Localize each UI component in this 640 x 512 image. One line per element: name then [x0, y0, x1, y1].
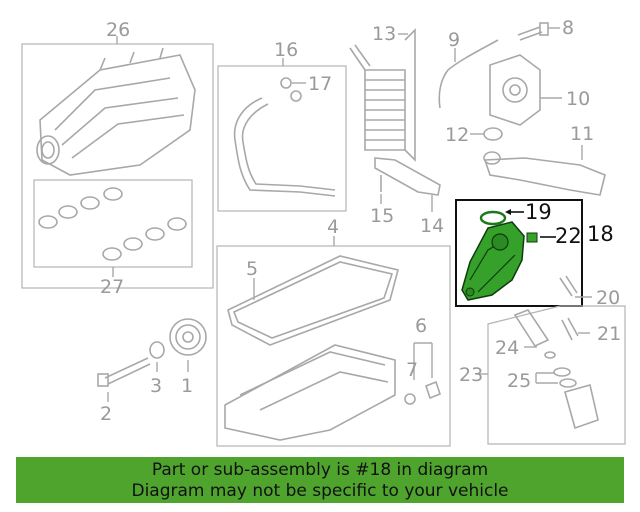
callout-14[interactable]: 14 — [420, 215, 444, 237]
callout-18[interactable]: 18 — [587, 222, 614, 246]
oil-cooler: 13 — [349, 23, 416, 162]
baffle-11: 11 — [483, 123, 606, 196]
seal-12: 12 — [445, 124, 503, 146]
oil-filter-group: 23 24 25 — [459, 305, 626, 445]
callout-6[interactable]: 6 — [415, 315, 427, 337]
callout-9[interactable]: 9 — [448, 29, 460, 51]
callout-27[interactable]: 27 — [100, 276, 124, 298]
callout-26[interactable]: 26 — [106, 19, 130, 41]
parts-diagram: 26 27 16 — [21, 17, 626, 447]
bolt-8: 8 — [517, 17, 574, 41]
intake-manifold-group: 26 27 — [21, 19, 214, 298]
callout-21[interactable]: 21 — [597, 323, 621, 345]
bolt-21: 21 — [561, 317, 621, 345]
callout-15[interactable]: 15 — [370, 205, 394, 227]
intake-manifold-illustration — [36, 47, 196, 176]
o-ring-19[interactable] — [479, 210, 507, 226]
bolt-2: 2 — [97, 357, 151, 425]
callout-2[interactable]: 2 — [100, 403, 112, 425]
callout-7[interactable]: 7 — [406, 359, 418, 381]
pulley-1: 1 — [169, 318, 207, 397]
callout-13[interactable]: 13 — [372, 23, 396, 45]
callout-25[interactable]: 25 — [507, 370, 531, 392]
callout-11[interactable]: 11 — [570, 123, 594, 145]
bolt-15: 15 — [370, 175, 394, 227]
callout-8[interactable]: 8 — [562, 17, 574, 39]
callout-23[interactable]: 23 — [459, 364, 483, 386]
callout-10[interactable]: 10 — [566, 88, 590, 110]
info-banner: Part or sub-assembly is #18 in diagram D… — [16, 457, 624, 503]
info-line-2: Diagram may not be specific to your vehi… — [131, 481, 509, 501]
callout-12[interactable]: 12 — [445, 124, 469, 146]
callout-19[interactable]: 19 — [525, 200, 552, 224]
callout-5[interactable]: 5 — [246, 258, 258, 280]
sensor-22[interactable] — [526, 232, 538, 243]
bolt-20: 20 — [559, 275, 620, 309]
info-line-1: Part or sub-assembly is #18 in diagram — [151, 460, 489, 480]
callout-24[interactable]: 24 — [495, 337, 519, 359]
callout-3[interactable]: 3 — [150, 375, 162, 397]
callout-22[interactable]: 22 — [555, 224, 582, 248]
callout-20[interactable]: 20 — [596, 287, 620, 309]
callout-4[interactable]: 4 — [327, 216, 339, 238]
highlight-group-18: 19 22 18 — [455, 199, 614, 307]
dipstick-tube-9: 9 — [438, 29, 499, 109]
gasket-14: 14 — [374, 157, 444, 237]
tube-group: 16 17 — [217, 39, 347, 212]
callout-1[interactable]: 1 — [181, 375, 193, 397]
oil-filter-adapter-18[interactable] — [461, 221, 525, 301]
washer-3: 3 — [149, 341, 165, 397]
callout-16[interactable]: 16 — [274, 39, 298, 61]
oil-pump-10: 10 — [489, 54, 590, 126]
callout-17[interactable]: 17 — [308, 73, 332, 95]
oil-pan-group: 4 5 6 7 — [216, 216, 451, 447]
intake-gasket-set-illustration — [38, 187, 187, 261]
